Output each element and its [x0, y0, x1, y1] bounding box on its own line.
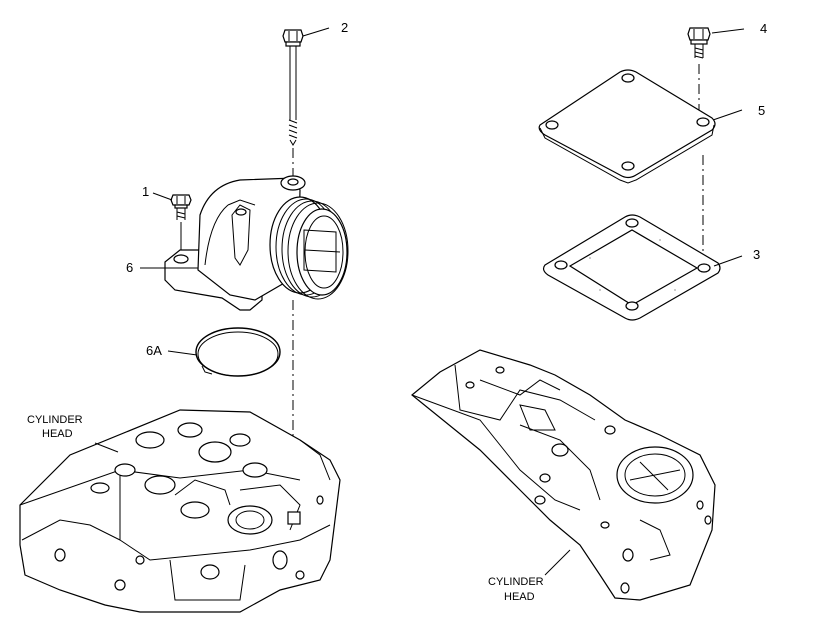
bolt-4: [687, 27, 711, 59]
bolt-1: [170, 194, 192, 220]
callout-6a: 6A: [146, 343, 162, 358]
cover-plate-5: [538, 69, 716, 184]
callout-1: 1: [142, 184, 149, 199]
cylinder-head-left-label-line2: HEAD: [42, 428, 73, 440]
cylinder-head-right-label-line1: CYLINDER: [488, 576, 544, 588]
gasket-3: [542, 214, 721, 321]
callout-2: 2: [341, 20, 348, 35]
cylinder-head-left-label-line1: CYLINDER: [27, 414, 83, 426]
cylinder-head-right-label-line2: HEAD: [504, 591, 535, 603]
cylinder-head-right: [411, 349, 716, 601]
callout-3: 3: [753, 247, 760, 262]
elbow-housing-6: [164, 175, 349, 311]
bolt-2: [282, 29, 304, 146]
callout-6: 6: [126, 260, 133, 275]
callout-5: 5: [758, 103, 765, 118]
callout-4: 4: [760, 21, 767, 36]
seal-ring-6a: [195, 327, 281, 377]
leader-lines: [94, 27, 745, 576]
cylinder-head-left: [19, 409, 341, 613]
